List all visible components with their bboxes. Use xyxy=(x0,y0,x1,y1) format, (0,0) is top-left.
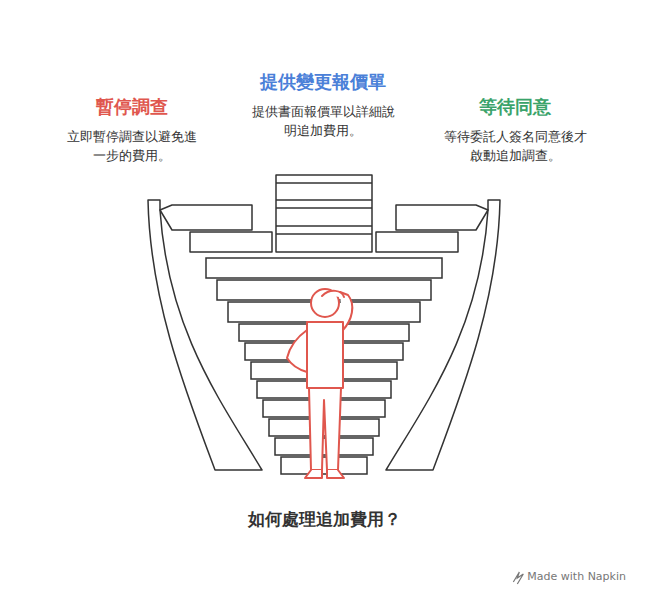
step-heading: 提供變更報價單 xyxy=(243,70,403,94)
diagram-title: 如何處理追加費用？ xyxy=(0,508,648,531)
person-figure xyxy=(287,289,352,478)
step-description: 等待委託人簽名同意後才啟動追加調查。 xyxy=(440,127,590,165)
watermark: Made with Napkin xyxy=(527,570,626,583)
person-hand xyxy=(322,291,344,297)
step-description: 提供書面報價單以詳細說明追加費用。 xyxy=(248,102,398,140)
step-caption: 暫停調查立即暫停調查以避免進一步的費用。 xyxy=(57,95,207,165)
stack-line xyxy=(276,225,372,227)
step-heading: 等待同意 xyxy=(435,95,595,119)
stack-line xyxy=(276,233,372,235)
stack-line xyxy=(276,182,372,184)
step-caption: 提供變更報價單提供書面報價單以詳細說明追加費用。 xyxy=(243,70,403,140)
right-step xyxy=(376,232,458,252)
stack-line xyxy=(276,199,372,201)
step-caption: 等待同意等待委託人簽名同意後才啟動追加調查。 xyxy=(435,95,595,165)
left-top-step xyxy=(160,205,252,230)
middle-stack xyxy=(276,175,372,252)
step-description: 立即暫停調查以避免進一步的費用。 xyxy=(62,127,202,165)
napkin-logo xyxy=(513,572,523,584)
left-step xyxy=(190,232,272,252)
right-top-step xyxy=(396,205,488,230)
person-body xyxy=(307,322,343,388)
stack-line xyxy=(276,207,372,209)
napkin-logo-mark xyxy=(513,572,523,584)
person-feet xyxy=(305,470,344,478)
person-legs xyxy=(309,388,341,470)
stair-step xyxy=(275,438,373,455)
step-heading: 暫停調查 xyxy=(57,95,207,119)
person-arm xyxy=(287,330,307,372)
stair-step xyxy=(206,258,442,278)
stair-step xyxy=(281,457,367,474)
